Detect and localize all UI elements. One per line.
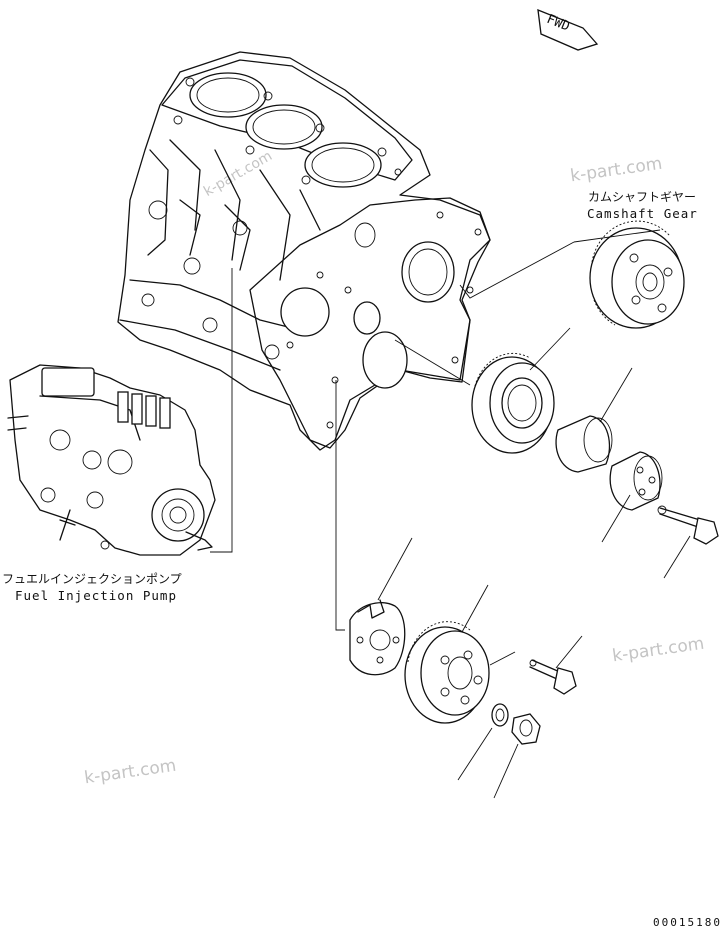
pump-gear-bolt: [529, 659, 577, 695]
fuel-injection-pump: [7, 364, 216, 556]
injection-pump-gear: [404, 621, 490, 724]
idle-gear-shaft: [609, 451, 663, 511]
fuel-pump-label-jp: フュエルインジェクションポンプ: [2, 572, 182, 586]
nut: [511, 713, 541, 745]
idle-gear-bolt: [657, 505, 719, 545]
thrust-plate: [349, 599, 406, 676]
document-number: 00015180: [653, 916, 722, 929]
camshaft-gear-label-en: Camshaft Gear: [587, 206, 698, 221]
washer: [491, 703, 509, 727]
front-plate: [249, 197, 491, 449]
cylinder-block: [117, 51, 491, 451]
idle-gear: [471, 352, 555, 454]
fwd-arrow-icon: FWD: [537, 8, 599, 51]
idle-gear-bushing: [555, 415, 613, 473]
fuel-pump-label-en: Fuel Injection Pump: [15, 588, 177, 603]
camshaft-gear: [589, 220, 685, 329]
camshaft-gear-label-jp: カムシャフトギヤー: [588, 190, 697, 204]
